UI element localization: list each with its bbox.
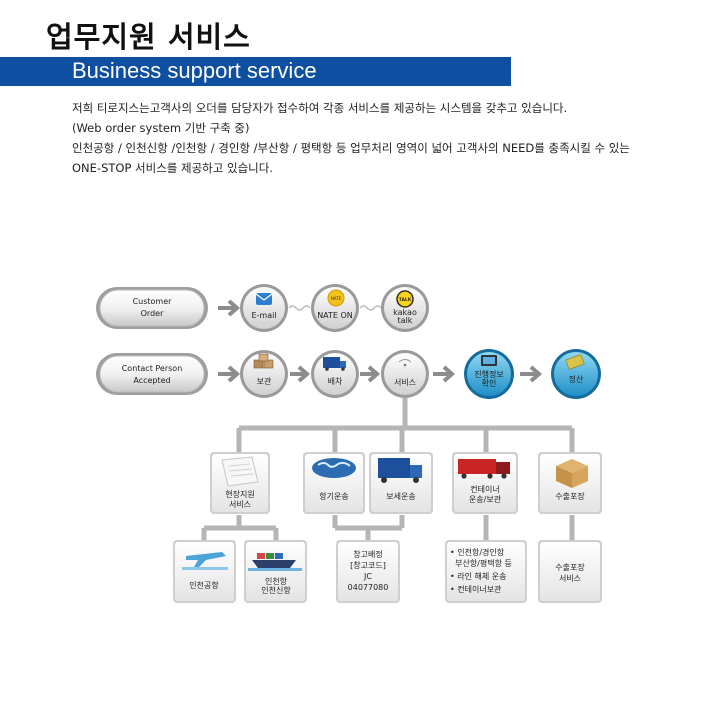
contact-person-line-2: Accepted bbox=[133, 376, 170, 385]
container-label-2: 운송/보관 bbox=[469, 494, 502, 504]
onsite-support-box: 현장지원 서비스 bbox=[210, 452, 270, 514]
wave-connector bbox=[288, 305, 311, 311]
kakao-label-2: talk bbox=[398, 316, 413, 325]
money-icon bbox=[565, 354, 585, 370]
arrow-right-icon bbox=[433, 365, 456, 383]
page-title: 업무지원 서비스 bbox=[46, 20, 251, 54]
world-map-icon bbox=[312, 458, 356, 478]
warehouse-line-1: 창고배정 bbox=[353, 549, 382, 559]
arrow-right-icon bbox=[218, 365, 241, 383]
intro-line-3: 인천공항 / 인천신항 /인천항 / 경인항 /부산항 / 평택항 등 업무처리… bbox=[72, 141, 630, 155]
air-label: 항기운송 bbox=[319, 492, 348, 501]
incheon-port-box: 인천항 인천신항 bbox=[244, 540, 307, 603]
port-label-2: 인천신항 bbox=[261, 585, 291, 595]
settlement-node: 정산 bbox=[551, 349, 601, 399]
container-truck-icon bbox=[458, 459, 510, 479]
boxes-icon bbox=[253, 353, 274, 369]
kakaotalk-icon: TALK bbox=[396, 290, 414, 308]
progress-label-1: 진행정보 bbox=[474, 369, 503, 379]
signal-icon bbox=[398, 359, 412, 367]
onsite-label-2: 서비스 bbox=[229, 500, 251, 509]
arrow-right-icon bbox=[360, 365, 381, 383]
dispatch-node: 배차 bbox=[311, 350, 359, 398]
onsite-label-1: 현장지원 bbox=[225, 489, 254, 499]
bonded-transport-box: 보세운송 bbox=[369, 452, 433, 514]
customer-order-line-1: Customer bbox=[133, 297, 173, 306]
storage-label: 보관 bbox=[257, 376, 272, 386]
warehouse-line-4: 04077080 bbox=[348, 583, 389, 592]
tree-connectors bbox=[201, 398, 575, 542]
packing-detail-1: 수출포장 bbox=[555, 562, 585, 572]
packing-label: 수출포장 bbox=[555, 491, 585, 501]
kakaotalk-icon-text: TALK bbox=[399, 297, 412, 303]
intro-line-2: (Web order system 기반 구축 중) bbox=[72, 121, 250, 135]
service-label: 서비스 bbox=[394, 378, 416, 387]
customer-order-pill: Customer Order bbox=[96, 287, 208, 329]
warehouse-line-3: JC bbox=[363, 572, 372, 581]
kakao-label-1: kakao bbox=[393, 308, 417, 317]
email-label: E-mail bbox=[251, 311, 276, 320]
cargo-ship-icon bbox=[248, 553, 302, 571]
container-detail-2: 부산항/평택항 등 bbox=[450, 558, 512, 568]
settlement-label: 정산 bbox=[569, 374, 584, 384]
subtitle-banner: Business support service bbox=[0, 57, 511, 86]
nateon-icon: NATE bbox=[327, 289, 345, 307]
incheon-airport-box: 인천공항 bbox=[173, 540, 236, 603]
container-transport-box: 컨테이너 운송/보관 bbox=[452, 452, 518, 514]
customer-order-line-2: Order bbox=[141, 309, 164, 318]
progress-label-2: 확인 bbox=[482, 378, 497, 388]
container-detail-4: • 컨테이너보관 bbox=[450, 584, 502, 594]
container-detail-box: • 인천항/경인항 부산항/평택항 등 • 라인 해체 운송 • 컨테이너보관 bbox=[445, 540, 527, 603]
contact-person-line-1: Contact Person bbox=[122, 364, 183, 373]
truck-icon bbox=[323, 357, 346, 371]
export-packing-box: 수출포장 bbox=[538, 452, 602, 514]
arrow-right-icon bbox=[218, 299, 241, 317]
airplane-icon bbox=[182, 552, 228, 570]
service-node: 서비스 bbox=[381, 350, 429, 398]
nateon-node: NATE NATE ON bbox=[311, 284, 359, 332]
intro-text: 저희 티로지스는고객사의 오더를 담당자가 접수하여 각종 서비스를 제공하는 … bbox=[72, 98, 630, 178]
container-label-1: 컨테이너 bbox=[470, 484, 499, 494]
air-transport-box: 항기운송 bbox=[303, 452, 365, 514]
intro-line-1: 저희 티로지스는고객사의 오더를 담당자가 접수하여 각종 서비스를 제공하는 … bbox=[72, 101, 568, 115]
port-label-1: 인천항 bbox=[265, 576, 288, 586]
intro-line-4: ONE-STOP 서비스를 제공하고 있습니다. bbox=[72, 161, 273, 175]
nateon-icon-text: NATE bbox=[331, 296, 342, 301]
arrow-right-icon bbox=[290, 365, 311, 383]
banner-subtitle: Business support service bbox=[72, 58, 317, 83]
contact-person-pill: Contact Person Accepted bbox=[96, 353, 208, 395]
warehouse-line-2: [창고코드] bbox=[350, 561, 386, 570]
kakaotalk-node: TALK kakao talk bbox=[381, 284, 429, 332]
arrow-right-icon bbox=[520, 365, 543, 383]
storage-node: 보관 bbox=[240, 350, 288, 398]
wave-connector bbox=[359, 305, 382, 311]
email-icon bbox=[255, 293, 273, 305]
nateon-label: NATE ON bbox=[317, 311, 353, 320]
truck-icon bbox=[378, 458, 422, 483]
email-node: E-mail bbox=[240, 284, 288, 332]
packing-detail-2: 서비스 bbox=[559, 574, 581, 583]
dispatch-label: 배차 bbox=[328, 377, 343, 386]
bonded-label: 보세운송 bbox=[386, 492, 415, 501]
airport-label: 인천공항 bbox=[189, 580, 219, 590]
container-detail-1: • 인천항/경인항 bbox=[450, 547, 505, 557]
progress-info-node: 진행정보 확인 bbox=[464, 349, 514, 399]
monitor-icon bbox=[481, 355, 497, 366]
warehouse-assign-box: 창고배정 [창고코드] JC 04077080 bbox=[336, 540, 400, 603]
document-icon bbox=[221, 456, 259, 487]
container-detail-3: • 라인 해체 운송 bbox=[450, 571, 507, 581]
packing-detail-box: 수출포장 서비스 bbox=[538, 540, 602, 603]
cardboard-box-icon bbox=[556, 459, 588, 488]
